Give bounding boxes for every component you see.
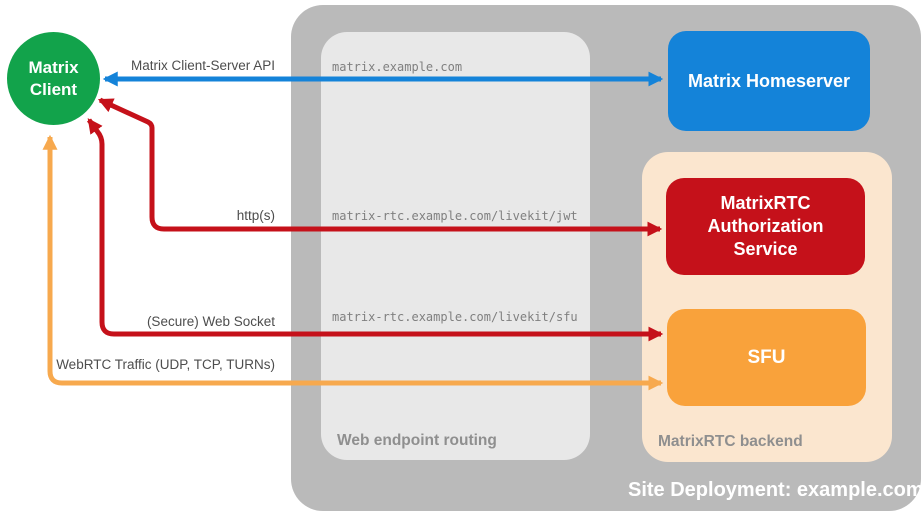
web-endpoint-routing-zone (321, 32, 590, 460)
sfu-node: SFU (667, 309, 866, 406)
https-arrow-label: http(s) (236, 208, 275, 223)
matrix-homeserver-node: Matrix Homeserver (668, 31, 870, 131)
webrtc-traffic-arrow-label: WebRTC Traffic (UDP, TCP, TURNs) (56, 357, 275, 372)
endpoint-livekit-sfu: matrix-rtc.example.com/livekit/sfu (332, 310, 578, 324)
matrixrtc-backend-zone-label: MatrixRTC backend (658, 433, 803, 450)
matrixrtc-authorization-service-label: MatrixRTC Authorization Service (707, 193, 824, 259)
matrix-client-label: Matrix Client (28, 57, 79, 99)
matrix-client-node: Matrix Client (7, 32, 100, 125)
site-deployment-title: Site Deployment: example.com (628, 479, 921, 501)
endpoint-livekit-jwt: matrix-rtc.example.com/livekit/jwt (332, 209, 578, 223)
matrixrtc-authorization-service-node: MatrixRTC Authorization Service (666, 178, 865, 275)
client-server-api-arrow-label: Matrix Client-Server API (130, 58, 275, 73)
sfu-label: SFU (747, 346, 786, 368)
endpoint-matrix-example-com: matrix.example.com (332, 60, 463, 74)
websocket-arrow-label: (Secure) Web Socket (146, 314, 275, 329)
web-endpoint-routing-zone-label: Web endpoint routing (337, 432, 497, 449)
matrix-homeserver-label: Matrix Homeserver (687, 70, 851, 91)
